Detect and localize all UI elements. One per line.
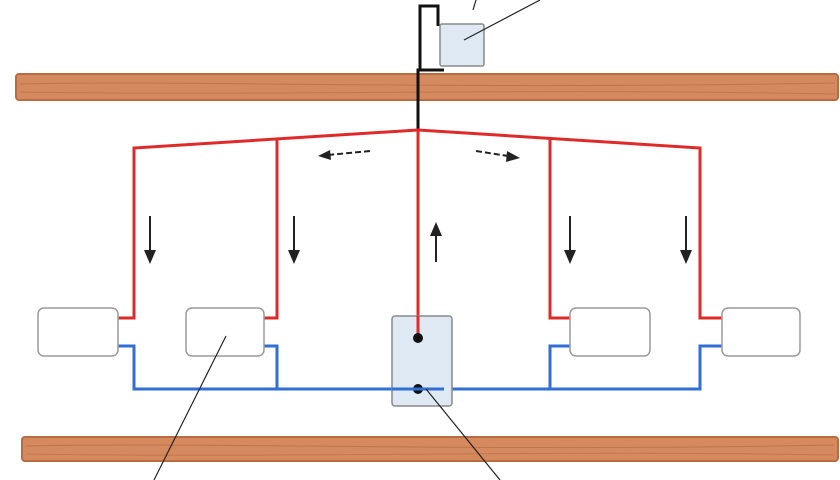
- top-beam: [15, 73, 839, 101]
- radiator-icon: [37, 307, 119, 357]
- arrow-icon: [564, 216, 576, 264]
- supply-pipe-network: [118, 128, 722, 336]
- arrow-icon: [475, 150, 520, 162]
- expansion-tank-icon: [439, 23, 485, 67]
- bottom-leader-lines: [153, 335, 501, 480]
- tank-leader-lines: [463, 0, 541, 41]
- radiator-icon: [569, 307, 651, 357]
- arrow-icon: [288, 216, 300, 264]
- flow-arrows: [144, 150, 692, 264]
- bottom-beam: [21, 436, 839, 462]
- radiator-icon: [721, 307, 801, 357]
- radiator-icon: [185, 307, 265, 357]
- expansion-pipe: [416, 4, 444, 130]
- arrow-icon: [318, 150, 371, 160]
- arrow-icon: [144, 216, 156, 264]
- arrow-icon: [680, 216, 692, 264]
- boiler-icon: [391, 315, 453, 407]
- arrow-icon: [430, 222, 442, 262]
